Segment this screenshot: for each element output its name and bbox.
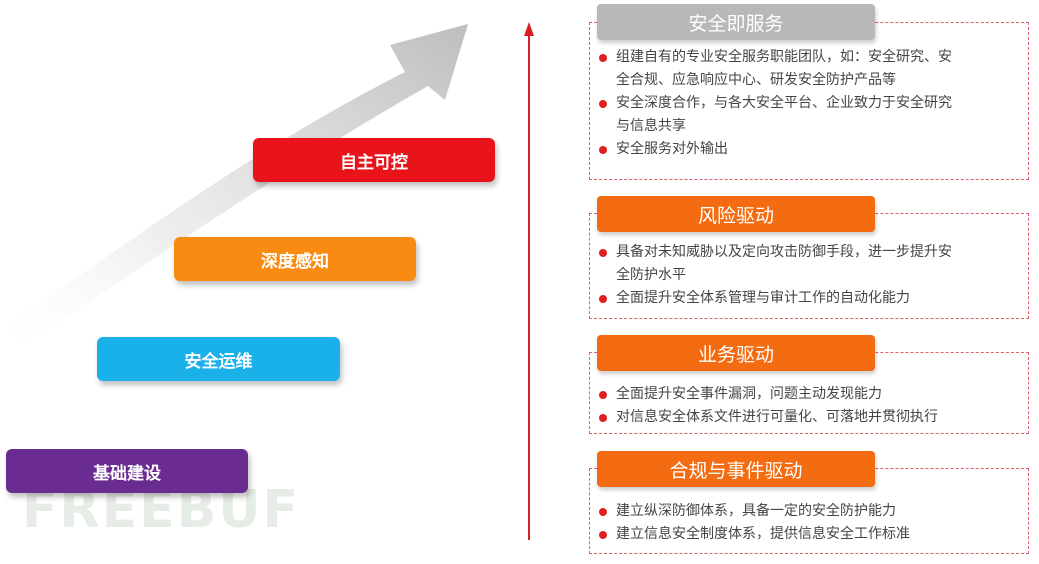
bullet-dot-icon [599,249,607,257]
bullet-dot-icon [599,414,607,422]
list-item: 建立纵深防御体系，具备一定的安全防护能力 [597,500,1017,523]
bullet-dot-icon [599,508,607,516]
bullet-dot-icon [599,531,607,539]
stage-deep-awareness: 深度感知 [174,237,416,281]
bullet-dot-icon [599,391,607,399]
progress-arrow-head [524,22,534,36]
list-item: 全面提升安全事件漏洞，问题主动发现能力 [597,383,1017,406]
section-compliance-driven-title: 合规与事件驱动 [597,451,875,487]
bullet-dot-icon [599,295,607,303]
section-risk-driven-list: 具备对未知威胁以及定向攻击防御手段，进一步提升安全防护水平 全面提升安全体系管理… [597,241,1017,310]
list-item: 全面提升安全体系管理与审计工作的自动化能力 [597,287,1017,310]
bullet-dot-icon [599,54,607,62]
section-risk-driven-title: 风险驱动 [597,196,875,232]
list-item: 建立信息安全制度体系，提供信息安全工作标准 [597,523,1017,546]
list-item: 安全服务对外输出 [597,138,1017,161]
stage-infrastructure: 基础建设 [6,449,248,493]
growth-arrow [0,24,468,360]
list-item: 安全深度合作，与各大安全平台、企业致力于安全研究与信息共享 [597,92,1017,138]
section-security-as-service-list: 组建自有的专业安全服务职能团队，如：安全研究、安全合规、应急响应中心、研发安全防… [597,46,1017,161]
section-compliance-driven-list: 建立纵深防御体系，具备一定的安全防护能力 建立信息安全制度体系，提供信息安全工作… [597,500,1017,546]
bullet-dot-icon [599,100,607,108]
section-business-driven-title: 业务驱动 [597,335,875,371]
list-item: 具备对未知威胁以及定向攻击防御手段，进一步提升安全防护水平 [597,241,1017,287]
stage-security-operations: 安全运维 [97,337,340,381]
section-business-driven-list: 全面提升安全事件漏洞，问题主动发现能力 对信息安全体系文件进行可量化、可落地并贯… [597,383,1017,429]
section-security-as-service-title: 安全即服务 [597,4,875,40]
list-item: 对信息安全体系文件进行可量化、可落地并贯彻执行 [597,406,1017,429]
bullet-dot-icon [599,146,607,154]
stage-autonomous-control: 自主可控 [253,138,495,182]
list-item: 组建自有的专业安全服务职能团队，如：安全研究、安全合规、应急响应中心、研发安全防… [597,46,1017,92]
